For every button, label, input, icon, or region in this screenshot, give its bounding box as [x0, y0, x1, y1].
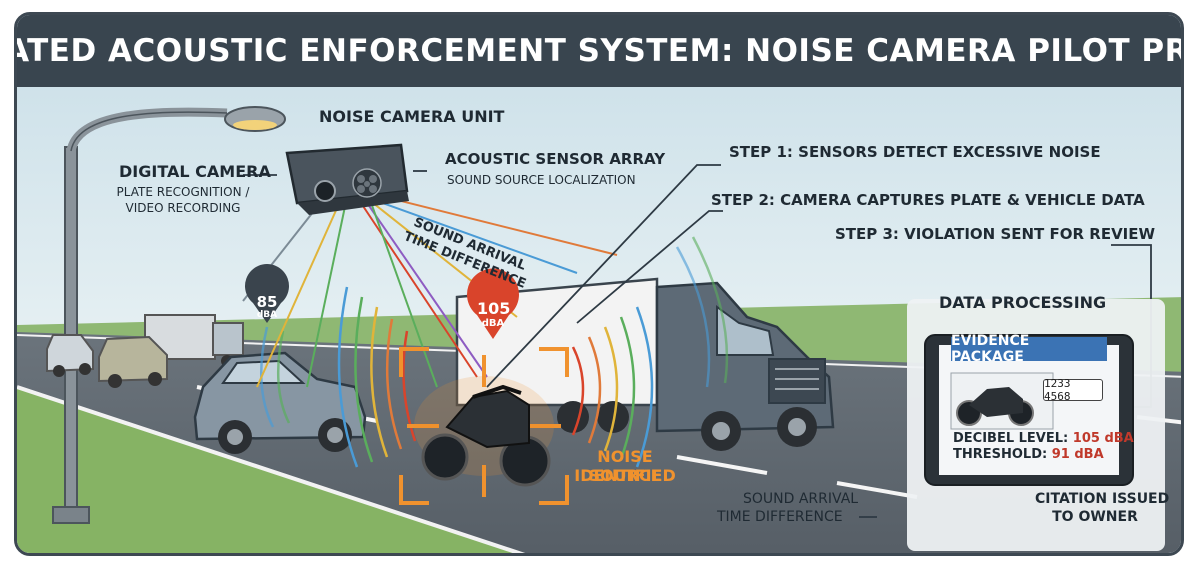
- label-citation-1: CITATION ISSUED: [1035, 491, 1170, 507]
- diagram-title: AUTOMATED ACOUSTIC ENFORCEMENT SYSTEM: N…: [17, 33, 1181, 69]
- threshold-label: THRESHOLD:: [953, 447, 1048, 462]
- target-bracket: [399, 347, 569, 505]
- scene: [17, 87, 1181, 553]
- sound-waves: [260, 236, 729, 468]
- data-processing-heading: DATA PROCESSING: [939, 293, 1107, 312]
- diagram-frame: AUTOMATED ACOUSTIC ENFORCEMENT SYSTEM: N…: [14, 12, 1184, 556]
- label-noise-source-2: IDENTIFIED: [574, 466, 676, 485]
- decibel-level-label: DECIBEL LEVEL:: [953, 431, 1069, 446]
- step-2: STEP 2: CAMERA CAPTURES PLATE & VEHICLE …: [711, 191, 1145, 209]
- street-lamp: [52, 106, 286, 524]
- data-processing-panel: [907, 299, 1165, 551]
- decibel-level-value: 105 dBA: [1072, 431, 1134, 446]
- threshold-value: 91 dBA: [1051, 447, 1104, 462]
- badge-motorcycle: [467, 268, 519, 339]
- label-acoustic-sensor-sub: SOUND SOURCE LOCALIZATION: [447, 173, 636, 187]
- badge-motorcycle-unit: dBA: [481, 318, 505, 329]
- threshold-line: THRESHOLD: 91 dBA: [953, 447, 1104, 462]
- evidence-package-title: EVIDENCE PACKAGE: [951, 333, 1107, 365]
- badge-motorcycle-value: 105: [477, 299, 511, 318]
- label-citation-2: TO OWNER: [1052, 509, 1138, 525]
- label-digital-camera: DIGITAL CAMERA: [119, 162, 271, 181]
- label-digital-camera-sub-1: PLATE RECOGNITION /: [116, 185, 250, 199]
- step-1: STEP 1: SENSORS DETECT EXCESSIVE NOISE: [729, 143, 1101, 161]
- noise-camera-unit-device: [285, 143, 409, 215]
- badge-car-unit: dBA: [256, 310, 278, 320]
- label-noise-source-1: NOISE SOURCE: [588, 447, 662, 485]
- label-sound-arrival-bottom-1: SOUND ARRIVAL: [743, 491, 859, 507]
- label-digital-camera-sub-2: VIDEO RECORDING: [125, 201, 241, 215]
- label-acoustic-sensor-array: ACOUSTIC SENSOR ARRAY: [445, 150, 666, 168]
- badge-car: [245, 264, 289, 323]
- title-bar: AUTOMATED ACOUSTIC ENFORCEMENT SYSTEM: N…: [17, 15, 1181, 87]
- motorcycle: [414, 376, 554, 487]
- label-sound-arrival-bottom-2: TIME DIFFERENCE: [717, 509, 843, 525]
- decibel-level-line: DECIBEL LEVEL: 105 dBA: [953, 431, 1134, 446]
- sensor-beams: [242, 194, 618, 388]
- label-noise-camera-unit: NOISE CAMERA UNIT: [319, 107, 505, 126]
- license-plate: 1233 4568: [1043, 377, 1103, 403]
- badge-car-value: 85: [256, 293, 278, 311]
- step-3: STEP 3: VIOLATION SENT FOR REVIEW: [835, 225, 1156, 243]
